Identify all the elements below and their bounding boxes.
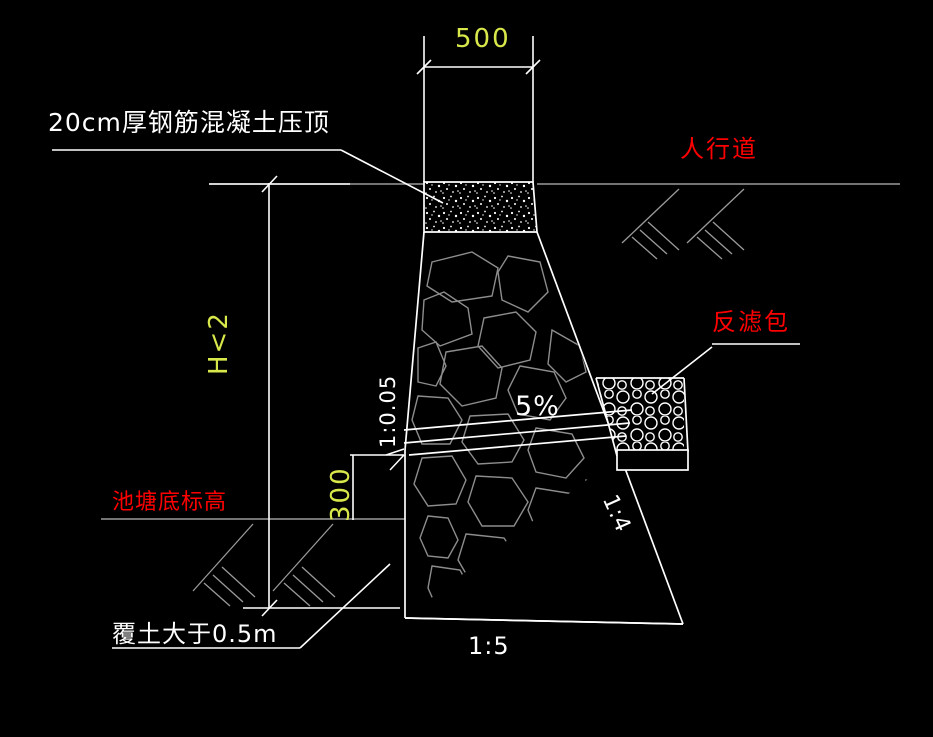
dim-label-toe-height: 300 (326, 466, 356, 522)
label-filter-pack: 反滤包 (712, 308, 790, 336)
filter-pack-leader (651, 346, 713, 395)
dim-tick-right (525, 59, 541, 75)
earth-hatch-right (621, 188, 745, 260)
height-tick-bot (261, 599, 278, 617)
cap-dot-fill (424, 182, 537, 232)
filter-pack (595, 343, 800, 471)
dim-label-drain-slope: 5% (515, 391, 560, 422)
dim-label-back-batter: 1:0.05 (376, 374, 400, 448)
dim-label-base-slope: 1:5 (468, 632, 510, 660)
wall-outline (405, 232, 620, 618)
concrete-cap (423, 181, 538, 233)
height-dimension-H (209, 175, 400, 617)
top-dimension-500 (416, 36, 541, 182)
label-sidewalk: 人行道 (680, 135, 758, 163)
filter-pack-outline (595, 377, 689, 457)
dim-tick-left (416, 59, 432, 75)
earth-hatch-left (192, 523, 336, 607)
filter-pack-fill (596, 378, 684, 455)
back-batter-mark (385, 448, 405, 471)
cover-soil-leader (112, 563, 391, 649)
base-slope-line (404, 617, 684, 625)
cap-outline (423, 181, 538, 233)
toe-dimension-300 (350, 454, 404, 520)
dim-label-top-width: 500 (455, 24, 511, 54)
drain-pipe-5pct (403, 409, 633, 456)
label-pond-bottom-elevation: 池塘底标高 (112, 490, 228, 515)
filter-pack-base (616, 449, 689, 471)
height-tick-top (261, 175, 278, 193)
dim-label-height: H<2 (204, 311, 234, 375)
wall-back-upper (404, 231, 425, 451)
label-cover-soil-note: 覆土大于0.5m (112, 620, 278, 648)
cap-note-leader (52, 149, 444, 204)
label-cap-note: 20cm厚钢筋混凝土压顶 (48, 108, 330, 137)
